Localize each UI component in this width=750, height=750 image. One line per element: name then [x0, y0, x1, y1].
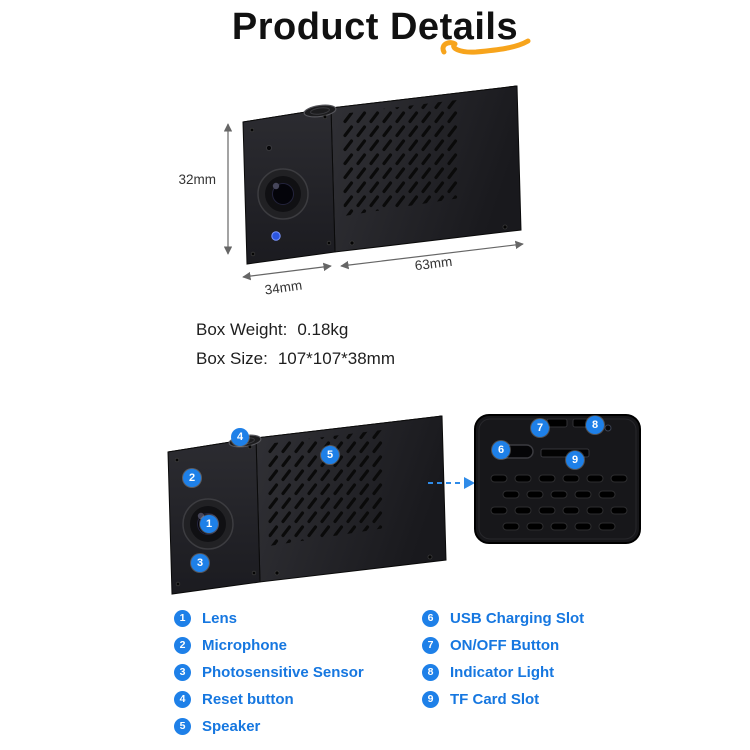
dimension-label-depth: 34mm: [264, 278, 303, 298]
legend-num-2: 2: [174, 637, 191, 654]
box-specs: Box Weight: 0.18kg Box Size: 107*107*38m…: [196, 320, 395, 378]
callout-usb-charging-slot: 6: [492, 441, 510, 459]
legend-label-usb-charging-slot: USB Charging Slot: [450, 610, 585, 627]
legend-column-left: 1 Lens 2 Microphone 3 Photosensitive Sen…: [174, 605, 364, 740]
legend-label-lens: Lens: [202, 610, 238, 627]
legend-label-microphone: Microphone: [202, 637, 287, 654]
legend-num-4: 4: [174, 691, 191, 708]
legend-label-speaker: Speaker: [202, 718, 261, 735]
legend-item-microphone: 2 Microphone: [174, 632, 364, 659]
legend-num-5: 5: [174, 718, 191, 735]
legend-num-1: 1: [174, 610, 191, 627]
legend-column-right: 6 USB Charging Slot 7 ON/OFF Button 8 In…: [422, 605, 584, 713]
box-weight-label: Box Weight:: [196, 320, 288, 339]
camera-annotated-view: [167, 415, 447, 595]
callout-tf-card-slot: 9: [566, 451, 584, 469]
legend-item-photosensitive-sensor: 3 Photosensitive Sensor: [174, 659, 364, 686]
legend-item-lens: 1 Lens: [174, 605, 364, 632]
box-weight-value: 0.18kg: [297, 320, 349, 339]
legend-item-indicator-light: 8 Indicator Light: [422, 659, 584, 686]
legend-label-tf-card-slot: TF Card Slot: [450, 691, 540, 708]
callout-indicator-light: 8: [586, 416, 604, 434]
dimension-label-height: 32mm: [178, 172, 216, 187]
legend-label-photosensitive-sensor: Photosensitive Sensor: [202, 664, 364, 681]
legend-label-reset-button: Reset button: [202, 691, 294, 708]
title-underline-swoosh: [440, 38, 531, 55]
legend-num-8: 8: [422, 664, 439, 681]
callout-microphone: 2: [183, 469, 201, 487]
page-title: Product Details: [231, 6, 519, 48]
callout-on-off-button: 7: [531, 419, 549, 437]
swoosh-stroke: [440, 38, 531, 55]
box-size-row: Box Size: 107*107*38mm: [196, 349, 395, 378]
legend-label-indicator-light: Indicator Light: [450, 664, 555, 681]
legend-item-usb-charging-slot: 6 USB Charging Slot: [422, 605, 584, 632]
box-size-label: Box Size:: [196, 349, 268, 368]
back-speaker-grille: [490, 474, 628, 531]
dimension-label-width: 63mm: [414, 254, 453, 273]
legend-item-reset-button: 4 Reset button: [174, 686, 364, 713]
connector-arrow: [428, 477, 475, 489]
legend-item-tf-card-slot: 9 TF Card Slot: [422, 686, 584, 713]
dimension-labels: 32mm 34mm 63mm: [178, 172, 452, 298]
legend-label-on-off-button: ON/OFF Button: [450, 637, 560, 654]
indicator-light: [604, 424, 612, 432]
callout-speaker: 5: [321, 446, 339, 464]
legend-num-7: 7: [422, 637, 439, 654]
callout-lens: 1: [200, 515, 218, 533]
legend-num-3: 3: [174, 664, 191, 681]
dimension-line-depth: [242, 262, 332, 281]
dimension-line-width: [340, 240, 524, 270]
legend-num-9: 9: [422, 691, 439, 708]
legend-item-speaker: 5 Speaker: [174, 713, 364, 740]
box-weight-row: Box Weight: 0.18kg: [196, 320, 395, 349]
legend-num-6: 6: [422, 610, 439, 627]
box-size-value: 107*107*38mm: [277, 349, 396, 368]
power-button: [546, 418, 568, 428]
callout-reset-button: 4: [231, 428, 249, 446]
dimension-lines: [223, 123, 524, 281]
callout-photosensitive-sensor: 3: [191, 554, 209, 572]
camera-isometric-view: [242, 85, 522, 265]
legend-item-on-off-button: 7 ON/OFF Button: [422, 632, 584, 659]
camera-back-panel: [474, 414, 641, 544]
